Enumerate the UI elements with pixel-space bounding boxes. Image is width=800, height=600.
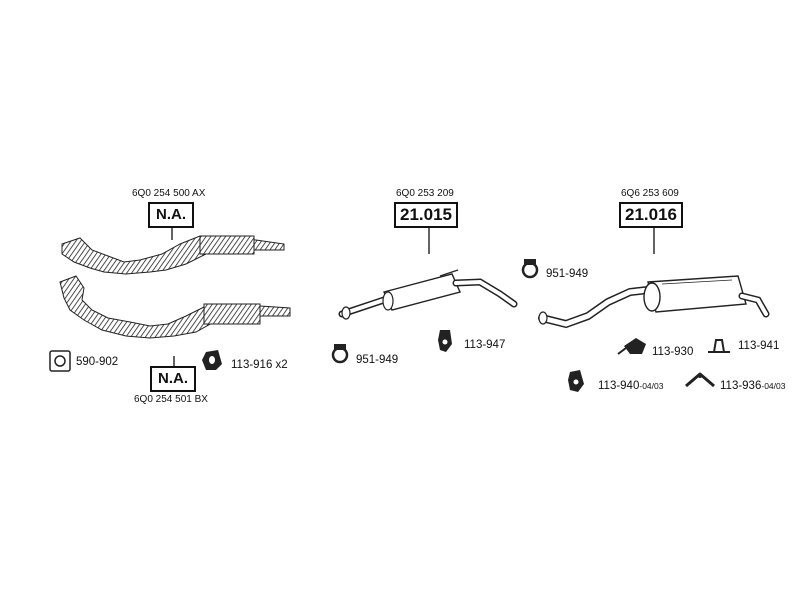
- front-pipe-upper-drawing: [61, 235, 285, 275]
- mount-rear-c-label: 113-940: [598, 380, 640, 392]
- mount-rear-d-label: 113-936: [720, 380, 762, 392]
- front-pipe-alt-code-box: N.A.: [150, 366, 196, 392]
- front-pipe-lower-drawing: [59, 275, 291, 339]
- middle-silencer-drawing: [338, 269, 518, 320]
- clamp-middle-icon: [331, 344, 349, 364]
- middle-silencer-code-box: 21.015: [394, 202, 458, 228]
- clamp-middle-label: 951-949: [356, 354, 399, 366]
- rear-silencer-code-box: 21.016: [619, 202, 683, 228]
- mount-middle-icon: [438, 330, 452, 352]
- mount-rear-d-label-group: 113-936-04/03: [720, 376, 785, 394]
- clamp-rear-label: 951-949: [546, 268, 589, 280]
- clamp-rear-icon: [521, 259, 539, 279]
- gasket-label: 590-902: [76, 356, 119, 368]
- rear-silencer-oem-number: 6Q6 253 609: [621, 188, 679, 199]
- mount-rear-b-label: 113-941: [738, 340, 780, 352]
- mount-rear-c-icon: [568, 370, 584, 392]
- gasket-icon: [49, 350, 71, 372]
- front-pipe-oem-number: 6Q0 254 500 AX: [132, 188, 206, 199]
- front-pipe-code-box: N.A.: [148, 202, 194, 228]
- mount-rear-b-icon: [708, 339, 730, 353]
- mount-rear-d-note: -04/03: [761, 381, 786, 391]
- mount-rear-a-label: 113-930: [652, 346, 694, 358]
- mount-rear-d-icon: [685, 372, 715, 388]
- mount-rear-a-icon: [617, 338, 646, 355]
- mount-middle-label: 113-947: [464, 339, 506, 351]
- rear-silencer-drawing: [538, 275, 770, 329]
- middle-silencer-oem-number: 6Q0 253 209: [396, 188, 454, 199]
- front-pipe-alt-oem-number: 6Q0 254 501 BX: [134, 394, 208, 405]
- mount-rear-c-label-group: 113-940-04/03: [598, 376, 663, 394]
- rubber-mount-icon: [202, 350, 222, 370]
- mount-rear-c-note: -04/03: [639, 381, 664, 391]
- rubber-mount-front-label: 113-916 x2: [231, 359, 288, 371]
